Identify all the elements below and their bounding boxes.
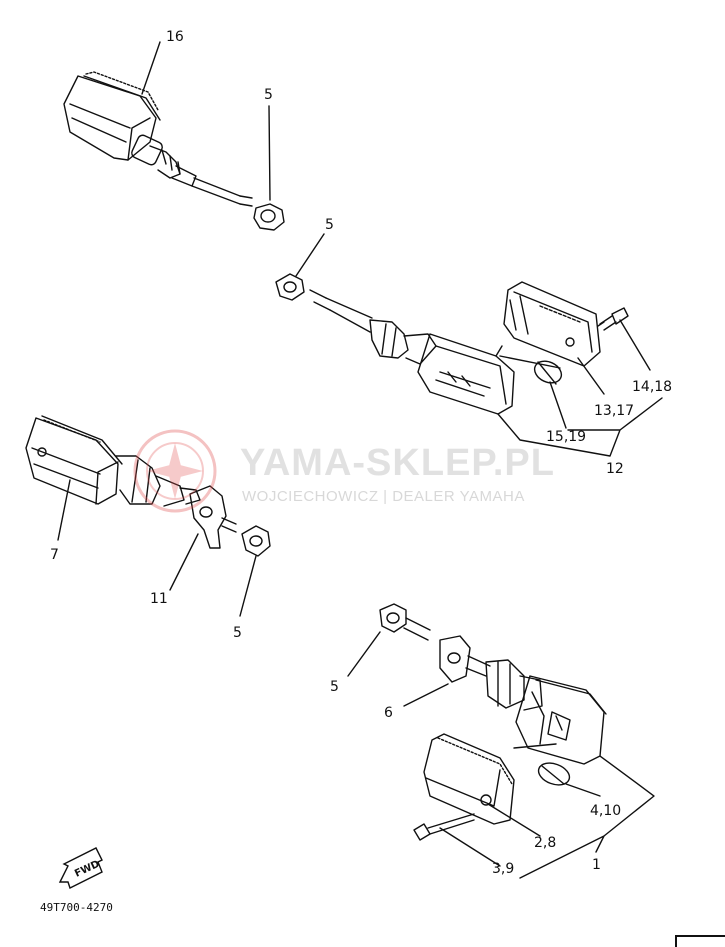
bracket-12 <box>497 355 663 457</box>
nut-5-third <box>241 525 271 557</box>
leader-13-17 <box>577 357 605 395</box>
diagram-reference: 49T700-4270 <box>40 901 113 914</box>
leader-2-8 <box>487 803 541 837</box>
leader-15-19 <box>549 381 567 429</box>
callout-16: 16 <box>166 29 184 45</box>
leader-5-top <box>268 105 271 201</box>
callout-4-10: 4,10 <box>590 803 622 819</box>
leader-6 <box>403 683 449 707</box>
callout-11: 11 <box>150 591 168 607</box>
leader-11 <box>169 533 199 591</box>
screw-3-9 <box>413 813 475 841</box>
callout-15-19: 15,19 <box>546 429 587 445</box>
leader-5-third <box>239 555 257 617</box>
nut-5-second <box>275 273 305 301</box>
nut-5-fourth <box>379 603 407 633</box>
callout-13-17: 13,17 <box>594 403 635 419</box>
callout-5-third: 5 <box>233 625 242 641</box>
callout-5-second: 5 <box>325 217 334 233</box>
bulb-15-19 <box>533 360 563 385</box>
turn-signal-16 <box>63 71 253 207</box>
bulb-4-10 <box>537 762 571 786</box>
leader-14-18 <box>619 319 651 371</box>
watermark-subtitle: WOJCIECHOWICZ | DEALER YAMAHA <box>242 488 525 505</box>
turn-signal-7 <box>25 415 201 507</box>
callout-5-fourth: 5 <box>330 679 339 695</box>
lens-2-8 <box>423 733 515 825</box>
nut-5-top <box>253 203 285 231</box>
callout-2-8: 2,8 <box>534 835 557 851</box>
bracket-11 <box>189 485 237 549</box>
leader-16 <box>141 41 161 95</box>
forward-arrow-icon: FWD <box>58 847 103 889</box>
callout-6: 6 <box>384 705 393 721</box>
watermark-title: YAMA-SKLEP.PL <box>240 442 555 484</box>
bracket-6 <box>439 635 491 683</box>
callout-12: 12 <box>606 461 624 477</box>
screw-14-18 <box>597 307 629 331</box>
lens-13-17 <box>503 281 601 367</box>
leader-4-10 <box>565 783 601 797</box>
corner-box <box>675 935 725 947</box>
turn-signal-12 <box>309 289 515 415</box>
callout-5-top: 5 <box>264 87 273 103</box>
bracket-1 <box>513 743 655 879</box>
watermark-logo <box>133 429 217 513</box>
callout-7: 7 <box>50 547 59 563</box>
callout-1: 1 <box>592 857 601 873</box>
leader-7 <box>57 479 71 541</box>
callout-14-18: 14,18 <box>632 379 673 395</box>
leader-5-fourth <box>347 631 381 677</box>
leader-3-9 <box>439 827 501 867</box>
callout-3-9: 3,9 <box>492 861 515 877</box>
turn-signal-1 <box>485 659 607 765</box>
leader-5-second <box>295 233 325 277</box>
wires-1 <box>403 617 431 641</box>
